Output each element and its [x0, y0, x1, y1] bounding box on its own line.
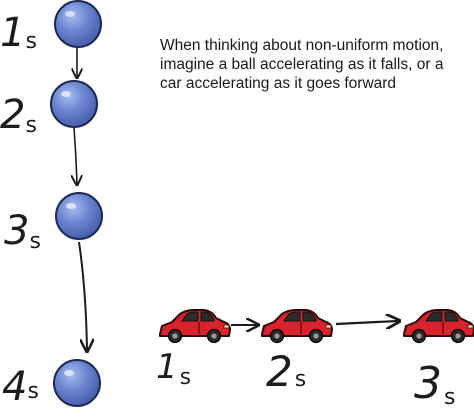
- ball-time-4-number: 4: [2, 364, 27, 410]
- car-time-1-unit: s: [180, 365, 191, 390]
- car-time-3-unit: s: [444, 385, 455, 410]
- ball-arrow-2-3: [74, 127, 77, 184]
- ball-arrow-3-4: [78, 241, 87, 350]
- caption-text: When thinking about non-uniform motion, …: [160, 37, 444, 92]
- ball-time-3: 3s: [4, 208, 41, 254]
- ball-time-3-number: 3: [4, 208, 29, 254]
- car-time-2-unit: s: [295, 367, 306, 392]
- car-3: [403, 309, 474, 344]
- ball-3: [55, 192, 103, 240]
- ball-time-2: 2s: [0, 92, 37, 138]
- ball-time-3-unit: s: [29, 229, 40, 254]
- ball-1: [54, 0, 102, 48]
- ball-4: [53, 359, 101, 407]
- car-time-3-number: 3: [414, 358, 442, 409]
- ball-time-4: 4s: [2, 364, 39, 410]
- ball-2: [50, 80, 98, 128]
- car-time-2-number: 2: [266, 347, 293, 396]
- ball-time-2-unit: s: [25, 113, 36, 138]
- ball-sequence: 1s 2s 3s 4s: [0, 0, 103, 410]
- car-sequence: 1s 2s 3s: [156, 309, 474, 410]
- ball-time-2-number: 2: [0, 92, 25, 138]
- ball-time-1-number: 1: [0, 10, 25, 56]
- car-time-2: 2s: [266, 347, 306, 396]
- ball-time-4-unit: s: [27, 379, 38, 404]
- ball-time-1: 1s: [0, 10, 37, 56]
- car-1: [159, 309, 231, 344]
- car-time-3: 3s: [414, 358, 455, 410]
- car-arrow-2-3: [335, 321, 398, 324]
- car-time-1: 1s: [156, 347, 191, 390]
- car-2: [261, 309, 333, 344]
- ball-time-1-unit: s: [25, 29, 36, 54]
- car-time-1-number: 1: [156, 347, 178, 387]
